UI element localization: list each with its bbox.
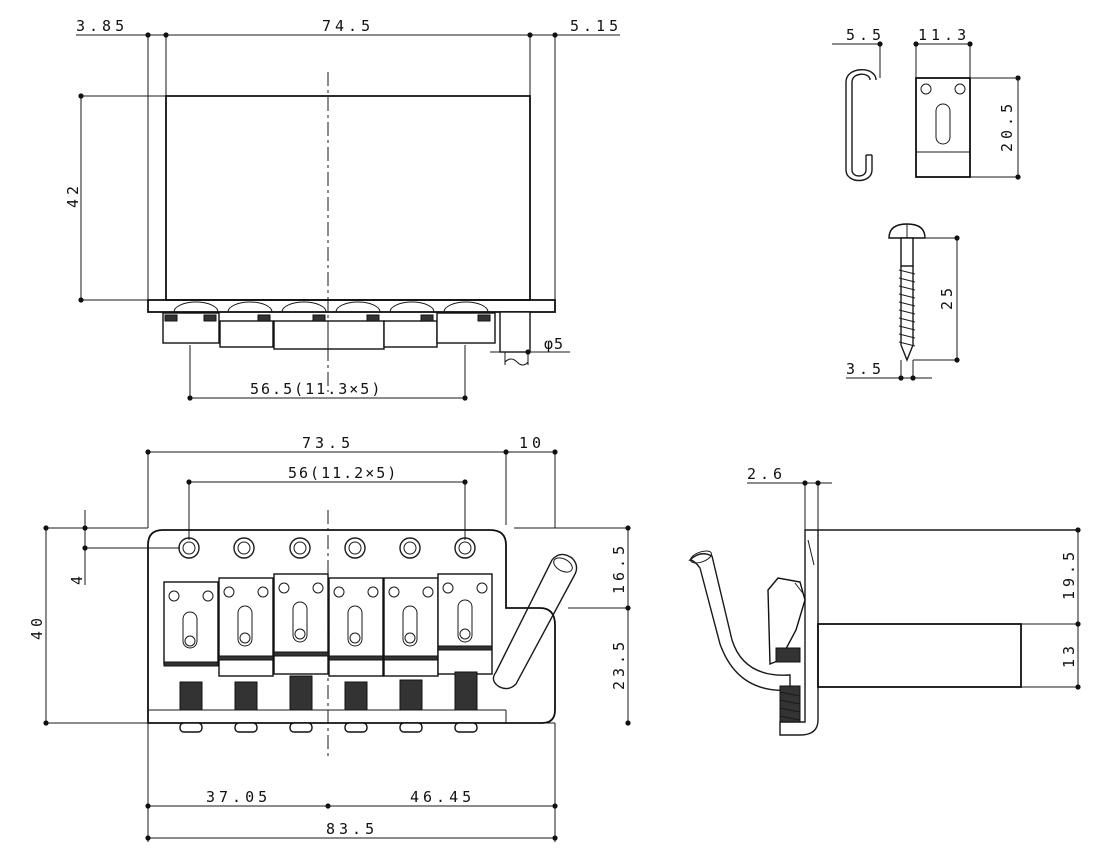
- dim-center-to-right: 46.45: [410, 788, 475, 806]
- top-view-saddles: [162, 312, 496, 350]
- dim-total-width: 83.5: [326, 820, 378, 838]
- string-holes: [178, 537, 476, 559]
- dim-hole-offset: 4: [68, 572, 86, 585]
- dim-top-width: 74.5: [322, 17, 374, 35]
- dim-left-to-center: 37.05: [206, 788, 271, 806]
- dim-post-diameter: φ5: [544, 335, 564, 353]
- side-view: 2.6 19.5 13: [688, 465, 1081, 736]
- dim-hook-width: 5.5: [846, 26, 885, 44]
- saddle-2: [218, 577, 274, 711]
- dim-screw-length: 25: [938, 284, 956, 310]
- dim-block-width: 11.3: [918, 26, 970, 44]
- saddle-1: [163, 581, 219, 711]
- dim-plate-thickness: 2.6: [747, 465, 786, 483]
- dim-top-right-margin: 5.15: [570, 17, 622, 35]
- saddle-5: [383, 577, 439, 711]
- dim-arm-offset: 10: [519, 434, 545, 452]
- top-view: 3.85 74.5 5.15 42: [64, 17, 622, 401]
- front-view: 73.5 10 56(11.2×5) 40 4 16.5 23.5: [28, 434, 631, 842]
- dim-screw-diameter: 3.5: [846, 360, 885, 378]
- dim-saddle-span: 56.5(11.3×5): [250, 380, 382, 398]
- dim-front-height: 40: [28, 614, 46, 640]
- dim-string-spacing: 56(11.2×5): [288, 464, 398, 482]
- dim-block-offset: 19.5: [1060, 548, 1078, 600]
- dim-side-block-height: 13: [1060, 642, 1078, 668]
- saddle-4: [328, 577, 384, 711]
- dim-lower-height: 23.5: [610, 638, 628, 690]
- saddle-3: [273, 573, 329, 711]
- dim-block-height: 20.5: [998, 100, 1016, 152]
- dim-top-left-margin: 3.85: [76, 17, 128, 35]
- dim-base-width: 73.5: [302, 434, 354, 452]
- screw-detail: 25 3.5: [846, 223, 960, 381]
- dim-upper-height: 16.5: [610, 542, 628, 594]
- saddle-6: [437, 573, 493, 711]
- dim-top-height: 42: [64, 182, 82, 208]
- saddles: [163, 573, 493, 711]
- claw-detail: 5.5 11.3 20.5: [832, 26, 1021, 182]
